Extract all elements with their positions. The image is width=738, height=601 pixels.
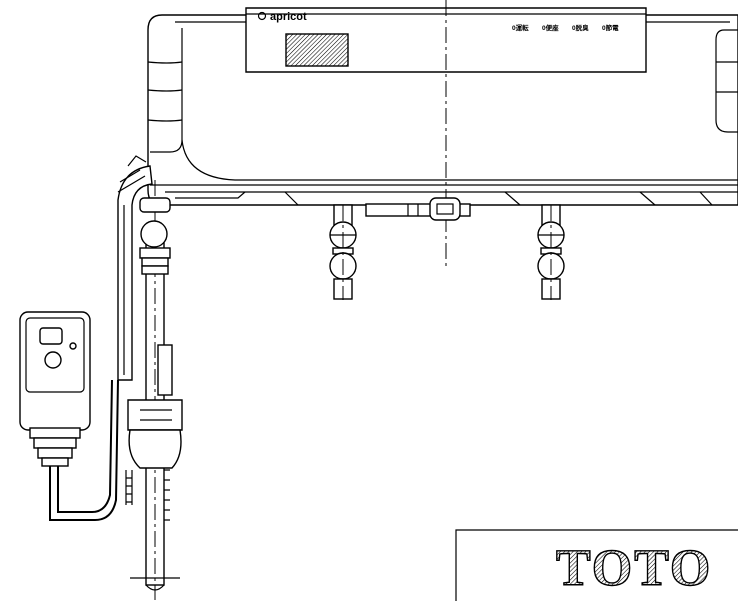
panel-button-power-save: 0節電 xyxy=(602,23,619,32)
mounting-bolt-left xyxy=(329,204,357,300)
panel-brand: apricot xyxy=(270,11,307,23)
brand-mark-icon xyxy=(257,11,267,21)
toto-nameplate: TOTO xyxy=(455,529,738,601)
panel-button-operation: 0運転 xyxy=(512,23,529,32)
sensor-window xyxy=(285,33,349,67)
water-supply-assembly xyxy=(117,155,183,600)
center-bracket xyxy=(365,197,471,221)
power-cord xyxy=(49,379,119,521)
toto-logo: TOTO xyxy=(556,540,712,597)
panel-button-seat: 0便座 xyxy=(542,23,559,32)
power-plug xyxy=(19,311,91,467)
mounting-bolt-right xyxy=(537,204,565,300)
panel-button-deodorize: 0脱臭 xyxy=(572,23,589,32)
